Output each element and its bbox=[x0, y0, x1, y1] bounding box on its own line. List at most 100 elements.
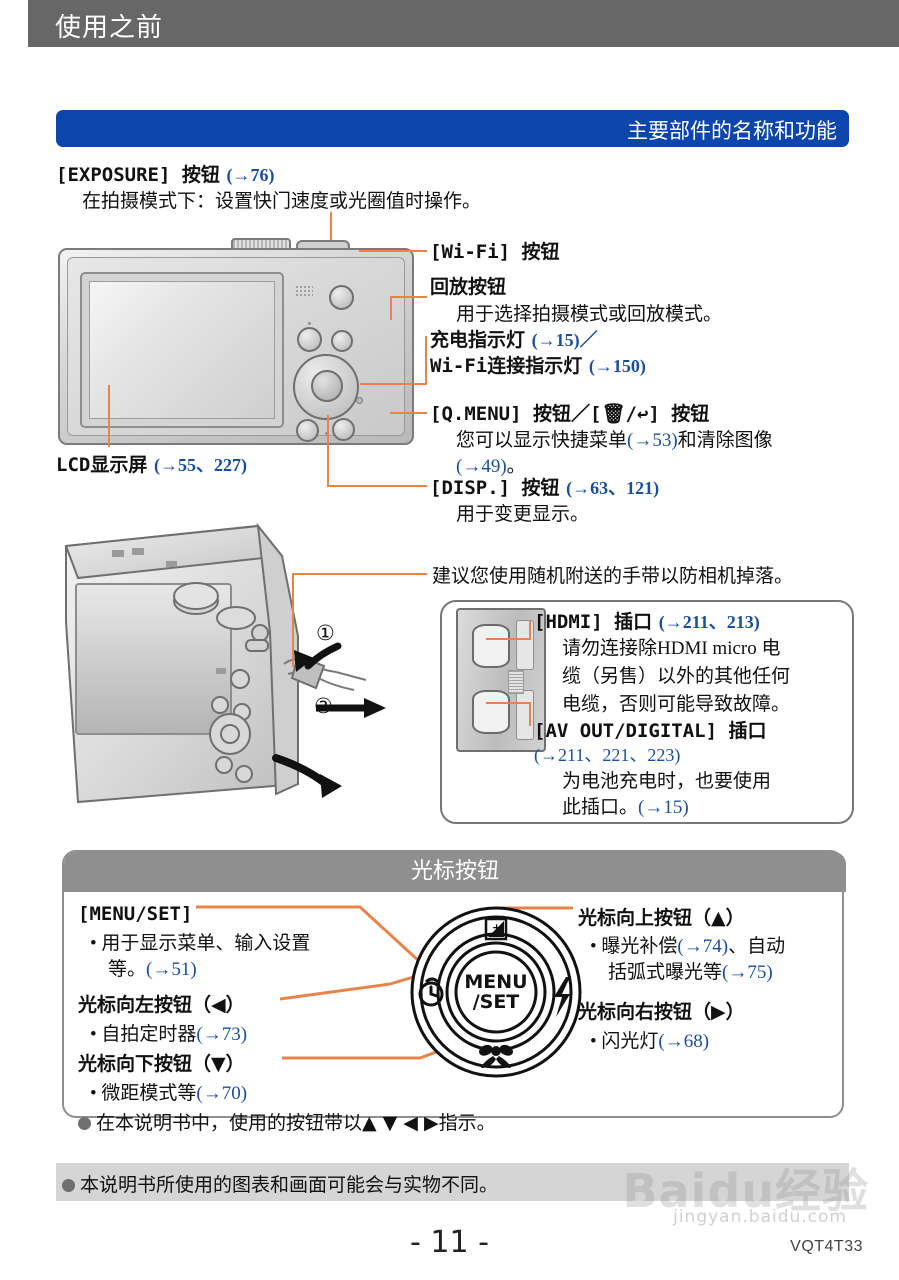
callout-hdmi: [HDMI] 插口 (→211、213) bbox=[534, 607, 760, 634]
running-header-title: 使用之前 bbox=[55, 13, 164, 43]
cursor-up-bullet2-text: 括弧式曝光等 bbox=[608, 962, 723, 983]
section-title-bar: 主要部件的名称和功能 bbox=[56, 110, 849, 147]
callout-exposure-ref: (→76) bbox=[226, 165, 275, 185]
running-header: 使用之前 bbox=[28, 0, 899, 47]
cursor-dial-illustration: MENU /SET + bbox=[410, 906, 582, 1078]
callout-strap-desc: 建议您使用随机附送的手带以防相机掉落。 bbox=[432, 566, 794, 587]
callout-disp-ref: (→63、121) bbox=[566, 478, 660, 498]
callout-qmenu-ref2: (→49) bbox=[456, 456, 507, 477]
cursor-left-label: 光标向左按钮（◀） bbox=[78, 994, 245, 1016]
jack-ridges-icon bbox=[508, 670, 524, 694]
camera-playback-button-icon bbox=[331, 330, 353, 352]
leader-hdmi-h bbox=[486, 638, 531, 640]
cursor-right-bullet-text: • 闪光灯 bbox=[590, 1031, 659, 1052]
callout-playback-desc: 用于选择拍摄模式或回放模式。 bbox=[456, 304, 723, 325]
bottom-note-strip bbox=[56, 1163, 849, 1201]
callout-hdmi-desc3: 电缆，否则可能导致故障。 bbox=[562, 694, 791, 715]
camera-dot-icon bbox=[325, 432, 328, 435]
cursor-down-label: 光标向下按钮（▼） bbox=[78, 1053, 245, 1075]
camera-wifi-button-icon bbox=[329, 285, 354, 310]
cursor-down-bullet: • 微距模式等(→70) bbox=[90, 1078, 247, 1105]
step-marker-2: ② bbox=[314, 694, 333, 718]
callout-qmenu-desc2-text: 和清除图像 bbox=[677, 430, 773, 451]
leader-avout-v bbox=[529, 702, 531, 726]
page-number: - 11 - bbox=[410, 1225, 489, 1260]
callout-disp-desc: 用于变更显示。 bbox=[456, 504, 590, 525]
cursor-up-ref1: (→74) bbox=[677, 936, 729, 957]
callout-qmenu-ref1: (→53) bbox=[627, 430, 678, 451]
cursor-menuset-bullet1b: 等。(→51) bbox=[108, 954, 197, 981]
watermark-url: jingyan.baidu.com bbox=[673, 1207, 847, 1227]
jack-slot-top-icon bbox=[516, 620, 534, 670]
callout-avout-ref2: (→15) bbox=[638, 797, 689, 818]
cursor-menuset-label: [MENU/SET] bbox=[78, 903, 193, 925]
camera-qmenu-button-icon bbox=[332, 418, 355, 441]
leader-chargelamp-h bbox=[360, 383, 427, 385]
leader-lcd bbox=[108, 385, 110, 447]
callout-chargelamp-line2: Wi-Fi连接指示灯 (→150) bbox=[430, 351, 646, 378]
cursor-down-bullet-text: • 微距模式等 bbox=[90, 1083, 197, 1104]
cursor-up-bullet1: • 曝光补偿(→74)、自动 bbox=[590, 931, 785, 958]
cursor-up-label: 光标向上按钮（▲） bbox=[578, 907, 745, 929]
callout-wifi-label: [Wi-Fi] 按钮 bbox=[430, 241, 560, 263]
cursor-right-bullet: • 闪光灯(→68) bbox=[590, 1026, 709, 1053]
callout-lcd: LCD显示屏 (→55、227) bbox=[56, 450, 247, 477]
callout-chargelamp-ref1: (→15)／ bbox=[531, 330, 598, 350]
cursor-down-ref: (→70) bbox=[196, 1083, 248, 1104]
leader-strap-v bbox=[292, 573, 294, 667]
cursor-up-bullet1b-text: 、自动 bbox=[728, 936, 786, 957]
section-title: 主要部件的名称和功能 bbox=[627, 119, 837, 143]
camera-menuset-button-icon bbox=[311, 370, 343, 402]
camera-cursor-dial-icon bbox=[293, 354, 359, 420]
cursor-left-ref: (→73) bbox=[196, 1024, 248, 1045]
footnote-bullet-icon bbox=[78, 1117, 91, 1130]
camera-body-shape bbox=[58, 248, 414, 445]
callout-hdmi-ref: (→211、213) bbox=[658, 612, 760, 632]
connectors-callout-box bbox=[440, 600, 854, 824]
callout-avout-desc2-text: 此插口。 bbox=[562, 797, 639, 818]
callout-lcd-label: LCD显示屏 bbox=[56, 454, 148, 476]
callout-avout-label: [AV OUT/DIGITAL] 插口 bbox=[534, 720, 767, 742]
callout-hdmi-desc1: 请勿连接除HDMI micro 电 bbox=[562, 638, 781, 659]
callout-chargelamp-ref2: (→150) bbox=[588, 356, 646, 376]
cursor-panel-footnote: 在本说明书中，使用的按钮带以▲ ▼ ◀ ▶指示。 bbox=[78, 1108, 496, 1135]
callout-exposure-label: [EXPOSURE] 按钮 bbox=[56, 164, 220, 186]
callout-avout-desc2: 此插口。(→15) bbox=[562, 792, 689, 819]
camera-body-inner bbox=[67, 257, 405, 442]
callout-qmenu-desc1: 您可以显示快捷菜单(→53)和清除图像 bbox=[456, 425, 773, 452]
camera-mic-dot-icon bbox=[308, 322, 311, 325]
leader-disp-h bbox=[327, 485, 427, 487]
camera-lcd-screen bbox=[89, 281, 275, 419]
callout-avout-desc1: 为电池充电时，也要使用 bbox=[562, 771, 772, 792]
camera-threequarter-illustration bbox=[64, 522, 386, 804]
leader-playback-v bbox=[390, 296, 392, 320]
cursor-left-bullet: • 自拍定时器(→73) bbox=[90, 1019, 247, 1046]
cursor-panel-footnote-text: 在本说明书中，使用的按钮带以▲ ▼ ◀ ▶指示。 bbox=[96, 1112, 496, 1134]
callout-avout-ref: (→211、221、223) bbox=[534, 745, 681, 765]
callout-lcd-ref: (→55、227) bbox=[153, 455, 247, 475]
leader-qmenu bbox=[390, 412, 427, 414]
cursor-up-ref2: (→75) bbox=[722, 962, 773, 983]
leader-hdmi-v bbox=[529, 620, 531, 640]
callout-qmenu-desc1-text: 您可以显示快捷菜单 bbox=[456, 430, 628, 451]
cursor-menuset-bullet1b-text: 等。 bbox=[108, 959, 147, 980]
bottom-note-bullet-icon bbox=[62, 1179, 75, 1192]
camera-exposure-button-icon bbox=[297, 327, 322, 352]
av-out-port-icon bbox=[472, 690, 510, 734]
camera-back-illustration bbox=[58, 238, 414, 445]
leader-strap-h bbox=[292, 573, 427, 575]
cursor-up-bullet1-text: • 曝光补偿 bbox=[590, 936, 678, 957]
bottom-note: 本说明书所使用的图表和画面可能会与实物不同。 bbox=[62, 1170, 498, 1197]
callout-hdmi-desc2: 缆（另售）以外的其他任何 bbox=[562, 666, 791, 687]
cursor-button-panel-title: 光标按钮 bbox=[64, 852, 846, 892]
camera-lcd-bezel bbox=[80, 272, 284, 428]
callout-disp-label: [DISP.] 按钮 bbox=[430, 477, 560, 499]
cursor-right-label: 光标向右按钮（▶） bbox=[578, 1001, 745, 1023]
leader-disp-v bbox=[327, 415, 329, 485]
leader-wifi bbox=[359, 250, 427, 252]
bottom-note-text: 本说明书所使用的图表和画面可能会与实物不同。 bbox=[80, 1174, 499, 1196]
svg-text:MENU: MENU bbox=[464, 971, 527, 993]
cursor-menuset-ref1: (→51) bbox=[146, 959, 197, 980]
callout-qmenu-desc2: (→49)。 bbox=[456, 451, 526, 478]
camera-disp-button-icon bbox=[296, 419, 319, 442]
